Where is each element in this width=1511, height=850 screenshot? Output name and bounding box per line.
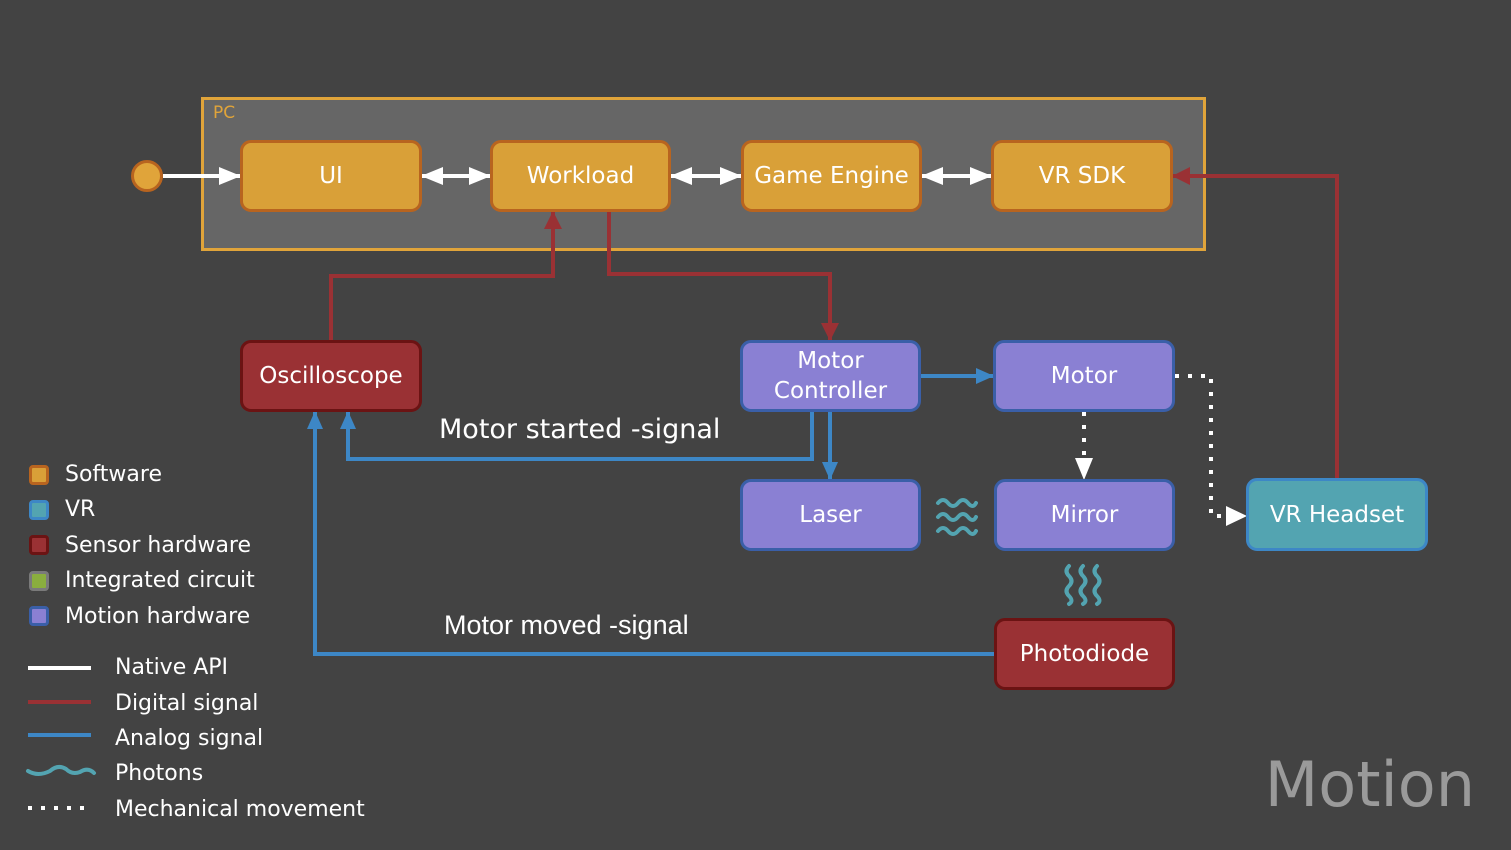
node-oscilloscope-label: Oscilloscope: [259, 363, 403, 389]
node-mirror[interactable]: Mirror: [994, 479, 1175, 551]
node-photodiode-label: Photodiode: [1019, 641, 1150, 667]
node-motor-controller[interactable]: Motor Controller: [740, 340, 921, 412]
legend-label-motion-hardware: Motion hardware: [65, 604, 251, 629]
edge-motor-vr-headset: [1175, 374, 1228, 518]
node-vr-headset-label: VR Headset: [1269, 501, 1405, 528]
edge-motor-mirror-arrowhead: [1075, 458, 1093, 480]
photons-laser-mirror: [936, 498, 978, 536]
edge-motor-vr-headset-arrowhead: [1226, 506, 1247, 526]
node-motor[interactable]: Motor: [993, 340, 1175, 412]
node-motor-controller-label: Motor Controller: [773, 348, 888, 404]
legend-label-photons: Photons: [115, 761, 204, 786]
node-laser[interactable]: Laser: [740, 479, 921, 551]
node-motor-label: Motor: [1050, 363, 1118, 389]
node-game-engine-label: Game Engine: [754, 163, 909, 189]
node-vr-sdk-label: VR SDK: [1038, 163, 1126, 189]
legend-swatch-vr: [29, 500, 49, 520]
slide-title: Motion: [1264, 748, 1475, 821]
node-ui[interactable]: UI: [240, 140, 422, 212]
node-vr-headset[interactable]: VR Headset: [1246, 478, 1428, 551]
edge-photodiode-oscilloscope: [307, 411, 995, 656]
legend-label-mechanical-movement: Mechanical movement: [115, 797, 365, 822]
edge-vr-headset-vr-sdk: [1172, 167, 1339, 478]
legend-label-digital-signal: Digital signal: [115, 691, 259, 716]
start-node: [131, 160, 163, 192]
photons-mirror-photodiode: [1064, 564, 1102, 606]
legend-line-samples: [26, 666, 96, 810]
legend-swatch-software: [29, 465, 49, 485]
node-laser-label: Laser: [799, 502, 862, 528]
legend-swatch-motion-hardware: [29, 606, 49, 626]
node-workload[interactable]: Workload: [490, 140, 671, 212]
legend-swatch-integrated-circuit: [29, 571, 49, 591]
motor-moved-signal-label: Motor moved -signal: [444, 610, 689, 640]
node-mirror-label: Mirror: [1050, 502, 1119, 528]
edge-motor-controller-oscilloscope: [340, 411, 814, 461]
edge-workload-motor-controller: [607, 211, 839, 341]
legend-label-native-api: Native API: [115, 655, 229, 680]
legend-label-analog-signal: Analog signal: [115, 726, 264, 751]
motor-started-signal-label: Motor started -signal: [439, 414, 721, 445]
legend-line-photons: [26, 764, 96, 776]
node-photodiode[interactable]: Photodiode: [994, 618, 1175, 690]
legend-label-integrated-circuit: Integrated circuit: [65, 568, 255, 593]
node-oscilloscope[interactable]: Oscilloscope: [240, 340, 422, 412]
legend-label-software: Software: [65, 462, 162, 487]
legend-label-sensor-hardware: Sensor hardware: [65, 533, 252, 558]
legend-label-vr: VR: [65, 497, 96, 522]
node-ui-label: UI: [319, 163, 343, 189]
legend-swatch-sensor-hardware: [29, 535, 49, 555]
node-vr-sdk[interactable]: VR SDK: [991, 140, 1173, 212]
pc-group-label: PC: [213, 103, 236, 123]
node-workload-label: Workload: [526, 163, 635, 189]
node-game-engine[interactable]: Game Engine: [741, 140, 922, 212]
edge-oscilloscope-workload: [329, 211, 562, 340]
